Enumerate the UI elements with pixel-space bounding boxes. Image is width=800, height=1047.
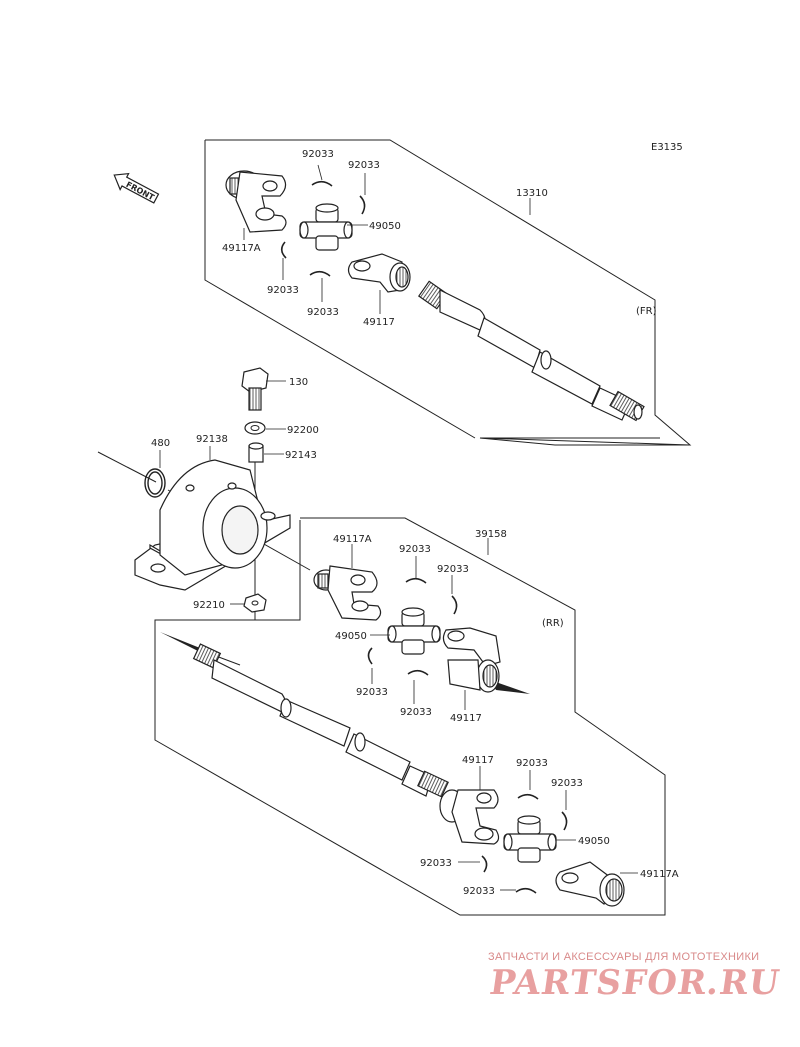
label-49117: 49117 xyxy=(363,317,395,328)
front-assembly-frame xyxy=(204,139,692,446)
clip-92033 xyxy=(280,241,287,259)
rear-yoke-49117a-upper xyxy=(313,565,382,621)
label-92033: 92033 xyxy=(267,285,299,296)
label-13310: 13310 xyxy=(516,188,548,199)
label-49117: 49117 xyxy=(450,713,482,724)
label-92033: 92033 xyxy=(551,778,583,789)
clip-92033 xyxy=(311,180,333,187)
front-yoke-49117a xyxy=(225,170,287,233)
watermark-logo: PARTSFOR.RU xyxy=(487,963,783,1003)
label-130: 130 xyxy=(289,377,308,388)
label-92138: 92138 xyxy=(196,434,228,445)
label-49117a: 49117A xyxy=(640,869,679,880)
label-480: 480 xyxy=(151,438,170,449)
label-92033: 92033 xyxy=(400,707,432,718)
clip-92033 xyxy=(451,595,458,615)
bearing-housing-92138 xyxy=(134,459,291,591)
front-arrow-label: FRONT xyxy=(124,180,156,203)
bolt-130 xyxy=(241,367,269,411)
label-92033: 92033 xyxy=(356,687,388,698)
label-49050: 49050 xyxy=(578,836,610,847)
axis-arrow xyxy=(490,680,530,694)
label-92200: 92200 xyxy=(287,425,319,436)
label-49117: 49117 xyxy=(462,755,494,766)
label-92033: 92033 xyxy=(307,307,339,318)
snap-ring-480 xyxy=(144,468,166,498)
label-92033: 92033 xyxy=(399,544,431,555)
front-drive-shaft-13310 xyxy=(417,280,645,422)
label-92143: 92143 xyxy=(285,450,317,461)
label-49050: 49050 xyxy=(335,631,367,642)
leader-lines xyxy=(159,164,638,891)
rear-drive-shaft-39158 xyxy=(192,643,449,798)
rear-assembly-frame xyxy=(154,517,666,916)
clip-92033 xyxy=(481,855,488,873)
clip-92033 xyxy=(309,270,331,277)
front-yoke-49117 xyxy=(347,253,411,293)
clip-92033 xyxy=(561,811,568,831)
label-92033: 92033 xyxy=(437,564,469,575)
label-92033: 92033 xyxy=(420,858,452,869)
label-92033: 92033 xyxy=(302,149,334,160)
label-92210: 92210 xyxy=(193,600,225,611)
label-39158: 39158 xyxy=(475,529,507,540)
rear-yoke-49117a-lower xyxy=(555,861,625,907)
diagram-code: E3135 xyxy=(651,142,683,153)
rear-yoke-49117-upper xyxy=(442,627,501,693)
watermark-caption: ЗАПЧАСТИ И АКСЕССУАРЫ ДЛЯ МОТОТЕХНИКИ xyxy=(488,951,760,963)
label-92033: 92033 xyxy=(463,886,495,897)
clip-92033 xyxy=(517,793,539,800)
cross-bearing-49050 xyxy=(503,815,557,863)
front-direction-arrow: FRONT xyxy=(113,172,160,204)
label-49117a: 49117A xyxy=(222,243,261,254)
label-92033: 92033 xyxy=(516,758,548,769)
rear-yoke-49117-lower xyxy=(439,789,500,845)
cross-bearing-49050 xyxy=(299,203,353,251)
label-rr: (RR) xyxy=(542,618,564,629)
leader-line xyxy=(97,451,157,483)
clip-92033 xyxy=(515,887,537,894)
label-49117a: 49117A xyxy=(333,534,372,545)
collar-92143 xyxy=(248,442,264,463)
clip-92033 xyxy=(359,195,366,215)
clip-92033 xyxy=(405,577,427,584)
clip-92033 xyxy=(407,669,429,676)
cross-bearing-49050 xyxy=(387,607,441,655)
clip-92033 xyxy=(367,647,373,665)
label-fr: (FR) xyxy=(636,306,657,317)
axis-arrow xyxy=(160,632,205,652)
label-49050: 49050 xyxy=(369,221,401,232)
label-92033: 92033 xyxy=(348,160,380,171)
